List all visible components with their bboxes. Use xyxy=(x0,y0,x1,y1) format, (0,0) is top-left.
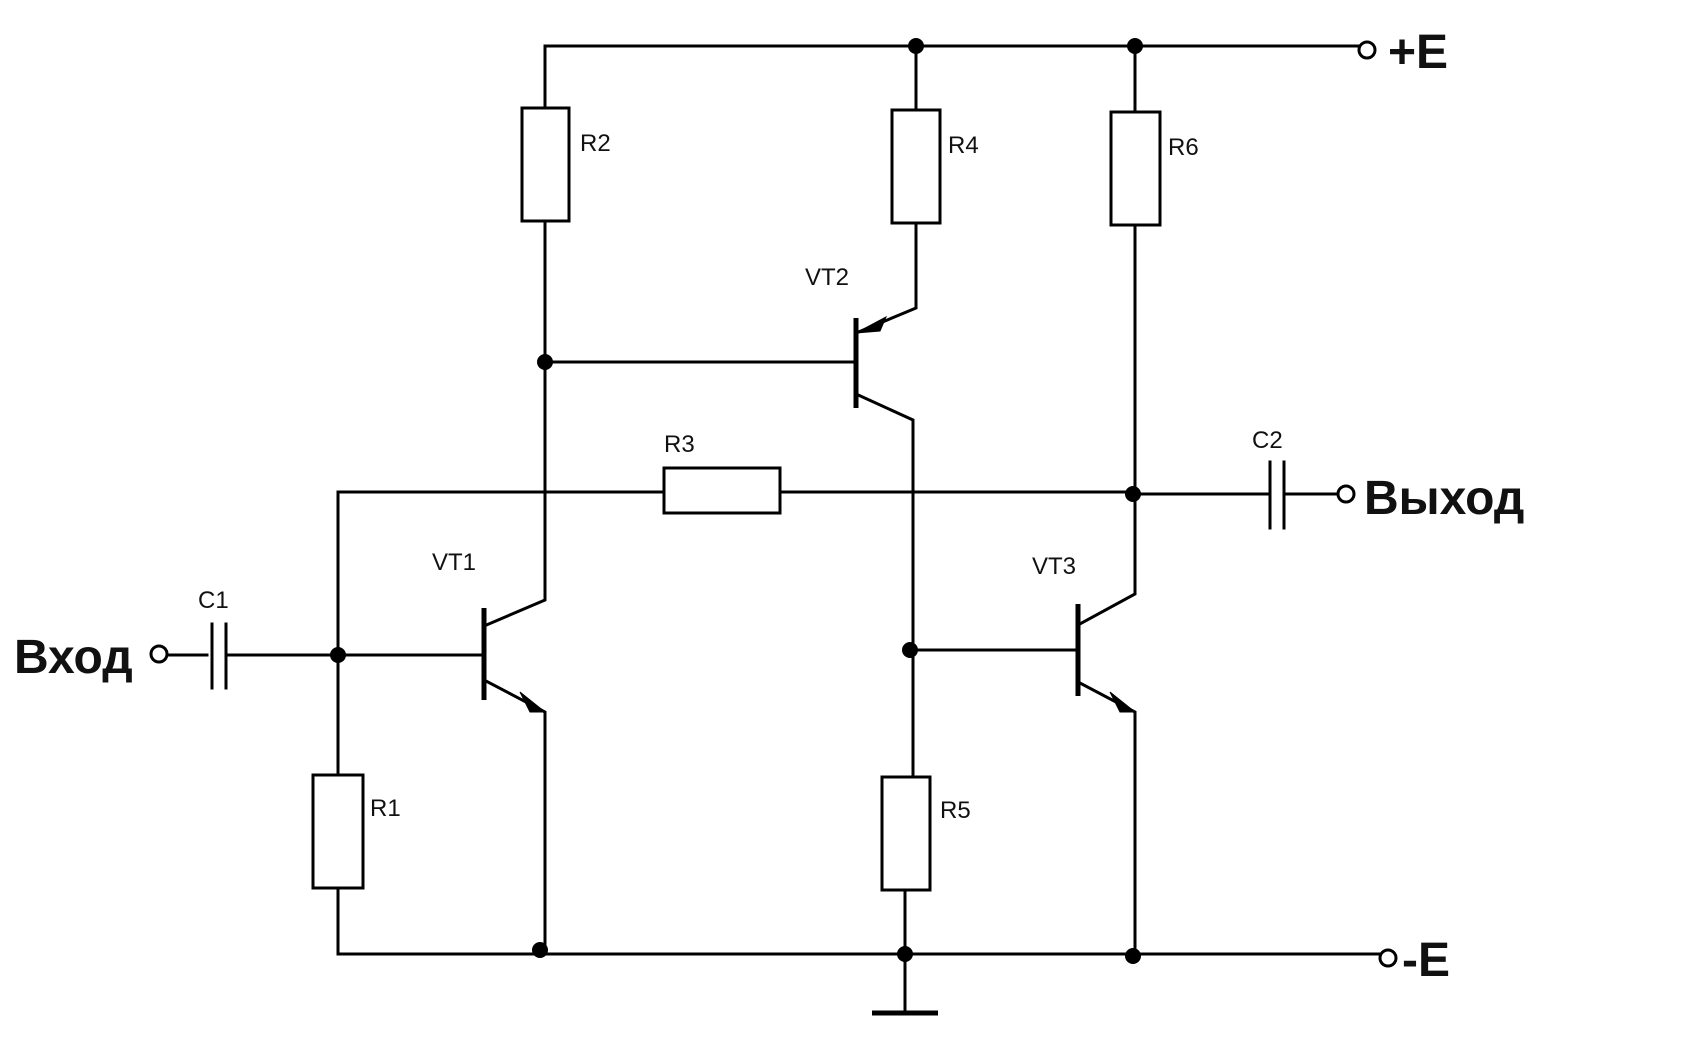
positive-supply-rail xyxy=(543,38,1377,114)
r4-label: R4 xyxy=(948,132,979,159)
resistor-r4 xyxy=(890,108,942,225)
r5-label: R5 xyxy=(940,797,971,824)
r3-label: R3 xyxy=(664,431,695,458)
transistor-vt2 xyxy=(853,221,1080,956)
resistor-r2 xyxy=(520,106,571,223)
r2-label: R2 xyxy=(580,130,611,157)
c2-label: C2 xyxy=(1252,427,1283,454)
input-label: Вход xyxy=(14,631,133,684)
vt1-label: VT1 xyxy=(432,549,476,576)
negative-supply-terminal[interactable] xyxy=(1378,948,1398,968)
r1-label: R1 xyxy=(370,795,401,822)
vt3-label: VT3 xyxy=(1032,553,1076,580)
capacitor-c1 xyxy=(210,622,228,690)
positive-supply-terminal[interactable] xyxy=(1357,40,1377,60)
vt2-label: VT2 xyxy=(805,264,849,291)
transistor-vt3 xyxy=(1075,223,1137,958)
positive-supply-label: +E xyxy=(1388,26,1448,79)
output-terminal[interactable] xyxy=(1336,484,1356,504)
capacitor-c2 xyxy=(1268,460,1286,530)
r6-label: R6 xyxy=(1168,134,1199,161)
resistor-r1 xyxy=(311,773,365,890)
c1-label: C1 xyxy=(198,587,229,614)
resistor-r3 xyxy=(662,466,782,515)
resistor-r6 xyxy=(1109,110,1162,227)
negative-supply-rail xyxy=(336,886,1398,1016)
output-label: Выход xyxy=(1364,472,1524,525)
input-terminal[interactable] xyxy=(149,644,169,664)
transistor-vt1 xyxy=(481,608,547,952)
negative-supply-label: -E xyxy=(1402,934,1450,987)
resistor-r5 xyxy=(880,775,932,892)
